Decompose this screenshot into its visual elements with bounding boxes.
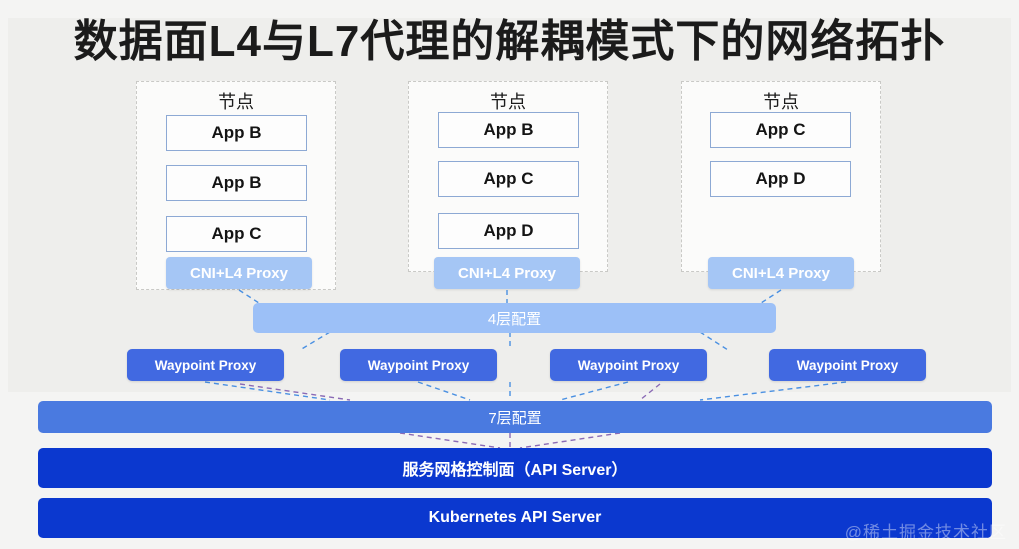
app-box-2-1[interactable]: App B <box>438 112 579 148</box>
node-label-2: 节点 <box>490 92 526 112</box>
waypoint-proxy-1[interactable]: Waypoint Proxy <box>127 349 284 381</box>
app-box-1-2[interactable]: App B <box>166 165 307 201</box>
control-plane-bar[interactable]: 服务网格控制面（API Server） <box>38 448 992 488</box>
app-box-3-2[interactable]: App D <box>710 161 851 197</box>
background-edge-right <box>1011 18 1019 392</box>
waypoint-proxy-3[interactable]: Waypoint Proxy <box>550 349 707 381</box>
page-title: 数据面L4与L7代理的解耦模式下的网络拓扑 <box>73 17 946 66</box>
cni-l4-proxy-3[interactable]: CNI+L4 Proxy <box>708 257 854 289</box>
watermark: @稀土掘金技术社区 <box>844 523 1007 542</box>
cni-l4-proxy-2[interactable]: CNI+L4 Proxy <box>434 257 580 289</box>
background-edge-left <box>0 18 8 392</box>
node-label-3: 节点 <box>763 92 799 112</box>
background-band-top <box>0 0 1019 18</box>
app-box-3-1[interactable]: App C <box>710 112 851 148</box>
kubernetes-api-server-bar[interactable]: Kubernetes API Server <box>38 498 992 538</box>
node-label-1: 节点 <box>218 92 254 112</box>
app-box-2-3[interactable]: App D <box>438 213 579 249</box>
waypoint-proxy-2[interactable]: Waypoint Proxy <box>340 349 497 381</box>
layer7-config-bar[interactable]: 7层配置 <box>38 401 992 433</box>
app-box-2-2[interactable]: App C <box>438 161 579 197</box>
layer4-config-bar[interactable]: 4层配置 <box>253 303 776 333</box>
app-box-1-3[interactable]: App C <box>166 216 307 252</box>
cni-l4-proxy-1[interactable]: CNI+L4 Proxy <box>166 257 312 289</box>
waypoint-proxy-4[interactable]: Waypoint Proxy <box>769 349 926 381</box>
app-box-1-1[interactable]: App B <box>166 115 307 151</box>
